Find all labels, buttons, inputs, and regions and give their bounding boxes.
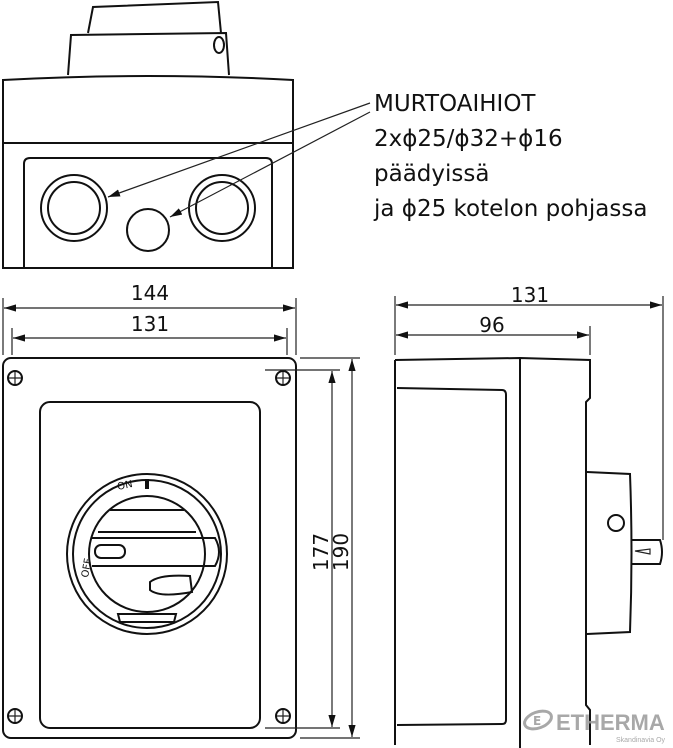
dim-width-outer: 144 [131,281,169,305]
etherma-logo: E ETHERMA Skandinavia Oy [523,709,666,744]
rotary-switch-dial [66,473,228,635]
dial-on-label: ON [116,479,133,493]
knockout-large-left [40,174,108,242]
svg-text:E: E [533,714,541,728]
top-view [2,0,371,269]
dim-height-inner: 177 [309,533,333,571]
annotation-line-2: 2xϕ25/ϕ32+ϕ16 [374,126,563,152]
screw-icons [7,370,291,724]
front-view: ON OFF [2,298,360,739]
knockout-large-right [188,174,256,242]
dial-off-label: OFF [80,557,94,578]
knockout-small [126,208,170,252]
dim-depth-body: 96 [479,313,504,337]
side-view [394,296,664,748]
annotation-line-4: ja ϕ25 kotelon pohjassa [373,196,647,222]
dim-width-inner: 131 [131,312,169,336]
dim-depth-total: 131 [511,283,549,307]
annotation-line-3: päädyissä [374,161,489,187]
svg-text:ETHERMA: ETHERMA [556,710,665,735]
dim-height-outer: 190 [329,533,353,571]
annotation-line-1: MURTOAIHIOT [374,91,536,117]
svg-text:Skandinavia Oy: Skandinavia Oy [616,737,666,744]
